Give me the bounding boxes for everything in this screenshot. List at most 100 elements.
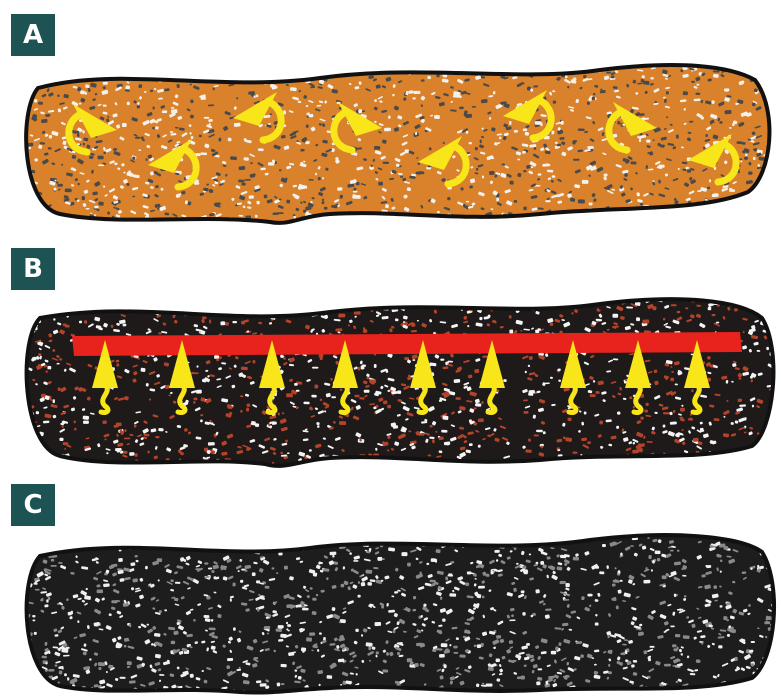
texture-speck — [42, 656, 47, 659]
texture-speck — [127, 70, 134, 76]
texture-speck — [750, 70, 755, 74]
texture-speck — [382, 441, 385, 444]
texture-speck — [47, 366, 51, 370]
texture-speck — [98, 662, 105, 666]
texture-speck — [735, 420, 739, 423]
texture-speck — [118, 558, 123, 562]
texture-speck — [736, 141, 742, 144]
texture-speck — [55, 665, 58, 667]
texture-speck — [646, 140, 650, 143]
texture-speck — [442, 618, 446, 622]
texture-speck — [70, 691, 74, 693]
texture-speck — [111, 600, 117, 603]
texture-speck — [65, 189, 72, 193]
texture-speck — [97, 590, 103, 594]
texture-speck — [382, 669, 388, 672]
texture-speck — [526, 654, 531, 656]
texture-speck — [735, 221, 739, 223]
texture-speck — [93, 541, 101, 546]
texture-speck — [583, 75, 587, 78]
texture-speck — [118, 303, 125, 308]
texture-speck — [268, 162, 274, 165]
texture-speck — [412, 359, 415, 361]
texture-speck — [556, 566, 562, 570]
texture-speck — [58, 309, 61, 312]
texture-speck — [744, 210, 749, 213]
texture-speck — [411, 330, 417, 333]
texture-speck — [625, 162, 628, 164]
texture-speck — [720, 605, 723, 607]
texture-speck — [132, 578, 138, 582]
texture-speck — [135, 137, 140, 139]
texture-speck — [772, 317, 776, 321]
texture-speck — [691, 81, 695, 83]
texture-speck — [40, 538, 43, 541]
texture-speck — [521, 676, 525, 680]
texture-speck — [68, 66, 72, 70]
texture-speck — [769, 213, 775, 215]
texture-speck — [624, 464, 629, 468]
texture-speck — [649, 215, 656, 219]
texture-speck — [672, 665, 677, 667]
texture-speck — [255, 423, 260, 427]
texture-speck — [751, 449, 754, 453]
texture-speck — [274, 301, 278, 304]
texture-speck — [451, 66, 454, 70]
texture-speck — [706, 456, 712, 459]
texture-speck — [526, 643, 530, 646]
panel-c — [26, 533, 777, 697]
texture-speck — [94, 206, 99, 209]
texture-speck — [440, 359, 444, 361]
texture-speck — [559, 137, 564, 140]
texture-speck — [58, 562, 63, 564]
texture-speck — [412, 609, 416, 612]
texture-speck — [535, 121, 542, 125]
texture-speck — [695, 93, 700, 95]
texture-speck — [663, 318, 665, 321]
texture-speck — [773, 453, 780, 458]
texture-speck — [98, 156, 104, 160]
texture-speck — [275, 68, 279, 71]
texture-speck — [119, 677, 125, 679]
texture-speck — [125, 89, 130, 92]
texture-speck — [455, 397, 460, 400]
texture-speck — [769, 91, 775, 95]
texture-speck — [626, 307, 633, 309]
texture-speck — [118, 465, 124, 468]
texture-speck — [536, 221, 542, 225]
texture-speck — [79, 321, 82, 324]
texture-speck — [611, 76, 614, 79]
texture-speck — [166, 73, 171, 77]
texture-speck — [158, 428, 163, 432]
texture-speck — [283, 536, 285, 538]
texture-speck — [230, 156, 237, 160]
texture-speck — [367, 690, 371, 692]
texture-speck — [540, 561, 544, 565]
texture-speck — [339, 67, 344, 71]
texture-speck — [712, 193, 719, 197]
texture-speck — [155, 436, 159, 438]
texture-speck — [89, 658, 91, 660]
texture-speck — [718, 214, 722, 217]
texture-speck — [47, 310, 52, 313]
texture-speck — [240, 580, 243, 583]
texture-speck — [685, 307, 688, 309]
texture-speck — [503, 379, 507, 382]
texture-speck — [193, 69, 200, 73]
texture-speck — [754, 193, 757, 196]
texture-speck — [265, 586, 270, 589]
texture-speck — [709, 179, 711, 182]
texture-speck — [289, 309, 292, 313]
panel-c-body — [27, 535, 774, 692]
texture-speck — [477, 644, 482, 648]
texture-speck — [262, 304, 269, 308]
texture-speck — [579, 214, 583, 218]
texture-speck — [338, 314, 345, 318]
texture-speck — [30, 201, 35, 205]
texture-speck — [643, 580, 650, 584]
texture-speck — [764, 621, 770, 624]
texture-speck — [192, 222, 199, 226]
texture-speck — [286, 393, 293, 397]
texture-speck — [328, 538, 332, 541]
texture-speck — [280, 355, 283, 358]
